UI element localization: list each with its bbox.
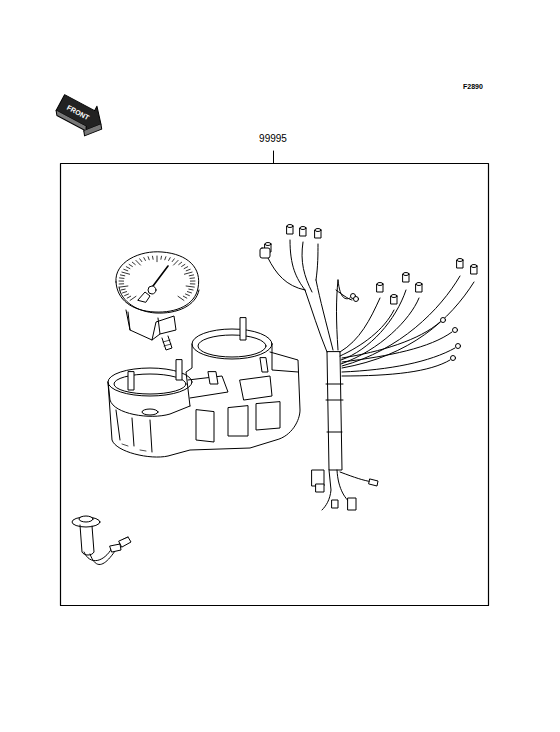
dial-tick: [184, 272, 192, 274]
bullet-connector: [403, 273, 409, 276]
dial-tick: [186, 294, 190, 296]
dial-tick: [127, 296, 131, 298]
dial-tick: [124, 269, 128, 271]
bullet-connector: [315, 229, 321, 232]
ring-terminal: [441, 318, 446, 323]
dial-tick: [169, 258, 171, 261]
dial-tick: [120, 277, 125, 279]
bullet-connector: [391, 295, 397, 298]
ring-terminal: [453, 328, 458, 333]
dial-tick: [126, 267, 130, 269]
leader-line: [273, 151, 274, 163]
bullet-connector: [265, 243, 271, 246]
wire-harness: [268, 240, 474, 510]
dial-tick: [190, 277, 195, 279]
figure-code: F2890: [463, 83, 483, 90]
dial-tick: [119, 283, 124, 284]
dial-tick: [186, 286, 194, 287]
bullet-connector: [300, 227, 306, 230]
bullet-connector: [377, 283, 383, 286]
dial-tick: [174, 260, 179, 265]
dial-tick: [190, 281, 195, 282]
plug-connector: [369, 479, 378, 486]
dial-tick: [157, 256, 158, 262]
dial-tick: [190, 283, 195, 284]
ring-terminal: [354, 297, 359, 302]
socket-connector: [260, 248, 270, 258]
meter-housing: [108, 318, 300, 457]
gauge-dial: [116, 252, 199, 350]
plug-connector: [332, 500, 338, 508]
dial-tick: [132, 262, 135, 264]
plug-connector: [348, 498, 356, 510]
dial-tick: [130, 296, 136, 300]
dial-tick: [123, 292, 127, 293]
plug-connector: [316, 484, 324, 492]
dial-tick: [189, 289, 193, 291]
bullet-connector: [416, 283, 422, 286]
dial-tick: [186, 269, 190, 271]
dial-tick: [160, 256, 162, 259]
dial-tick: [152, 256, 154, 259]
sensor: [72, 516, 131, 565]
dial-tick: [125, 294, 129, 296]
dial-tick: [184, 267, 188, 269]
dial-tick: [183, 296, 187, 298]
kit-frame: [61, 164, 489, 606]
dial-tick: [120, 286, 128, 287]
bullet-connector: [457, 259, 463, 262]
dial-tick: [121, 289, 125, 291]
bullet-connector: [471, 265, 477, 268]
callout-number: 99995: [259, 134, 287, 144]
dial-tick: [187, 292, 191, 293]
dial-tick: [122, 272, 130, 274]
dial-tick: [182, 264, 185, 266]
dial-tick: [136, 260, 141, 265]
dial-tick: [179, 262, 182, 264]
dial-tick: [140, 259, 142, 262]
dial-tick: [178, 296, 184, 300]
dial-tick: [144, 258, 146, 261]
dial-tick: [129, 264, 132, 266]
ring-terminal: [451, 356, 456, 361]
dial-tick: [189, 274, 193, 276]
dial-tick: [172, 259, 174, 262]
dial-tick: [120, 274, 124, 276]
dial-tick: [165, 257, 166, 260]
dial-tick: [119, 281, 124, 282]
bullet-connector: [287, 225, 293, 228]
dial-tick: [148, 257, 149, 260]
front-arrow: [52, 90, 110, 141]
ring-terminal: [456, 344, 461, 349]
wire-terminals: [260, 225, 477, 511]
